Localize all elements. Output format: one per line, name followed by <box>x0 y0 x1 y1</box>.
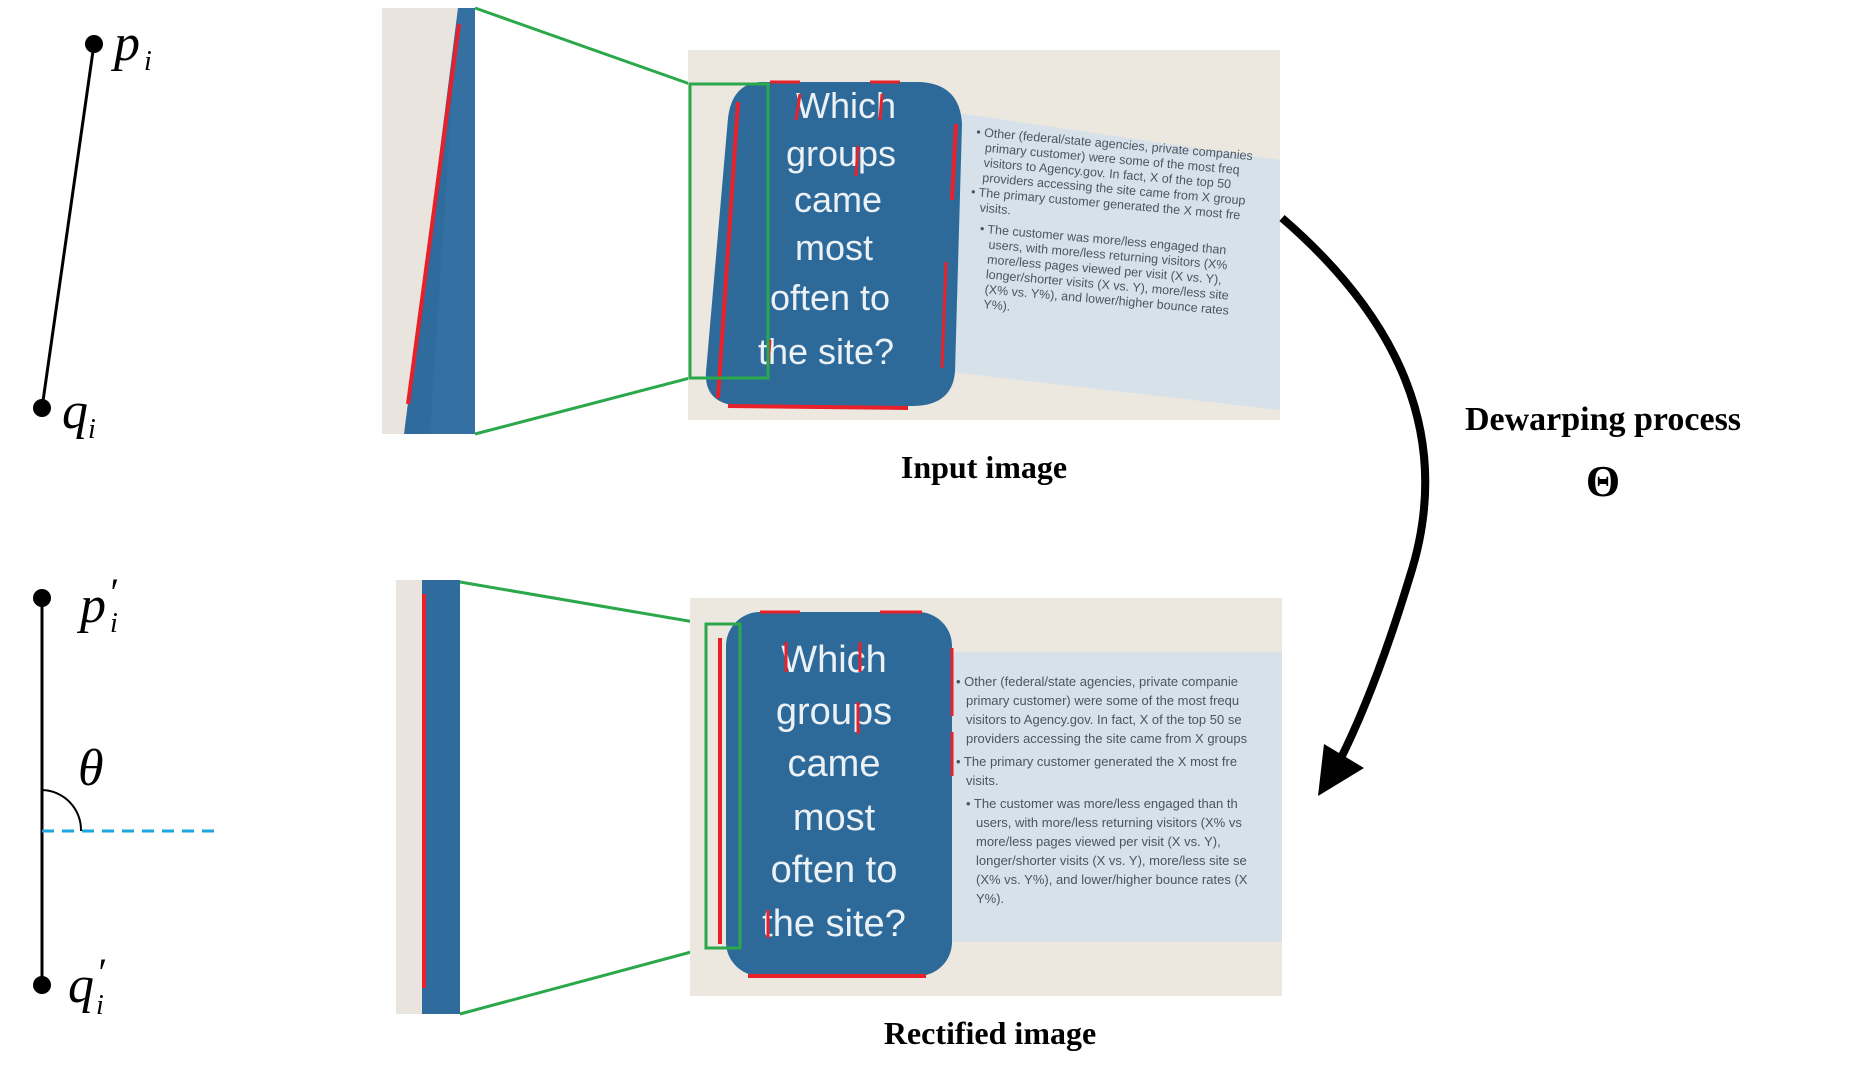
input-card-line-1: groups <box>786 133 896 174</box>
rectified-zoom-crop <box>396 580 460 1014</box>
line-segment-warped: p i q i <box>33 15 152 445</box>
point-p <box>85 35 103 53</box>
label-p-sub: i <box>144 46 152 77</box>
input-photo: Which groups came most often to the site… <box>688 50 1280 420</box>
rectified-text-line-1: primary customer) were some of the most … <box>966 693 1239 708</box>
label-q-prime: q <box>68 957 94 1014</box>
rectified-text-line-5: visits. <box>966 773 999 788</box>
process-label: Dewarping process <box>1465 401 1741 438</box>
input-image-panel: Which groups came most often to the site… <box>382 6 1280 485</box>
input-text-strip <box>950 112 1280 410</box>
rectified-text-line-6: • The customer was more/less engaged tha… <box>966 796 1238 811</box>
rectified-zoom-box <box>704 622 742 950</box>
rectified-text-strip <box>948 652 1282 942</box>
input-card-line-5: the site? <box>758 331 894 372</box>
label-p-prime-mark: ′ <box>108 570 118 615</box>
rectified-card-line-2: came <box>788 743 881 785</box>
rectified-text-line-3: providers accessing the site came from X… <box>966 731 1248 746</box>
input-card-line-4: often to <box>770 277 890 318</box>
label-q-sub: i <box>88 414 96 445</box>
label-q-prime-mark: ′ <box>96 950 106 995</box>
rectified-card-line-1: groups <box>776 691 892 733</box>
rectified-zoom-connector-bottom <box>459 946 707 1016</box>
point-q <box>33 399 51 417</box>
rectified-text-line-4: • The primary customer generated the X m… <box>956 754 1237 769</box>
input-text-line-5: visits. <box>979 201 1011 218</box>
rectified-text-line-0: • Other (federal/state agencies, private… <box>956 674 1238 689</box>
rectified-text-line-9: longer/shorter visits (X vs. Y), more/le… <box>976 853 1247 868</box>
input-zoom-connector-bottom <box>474 376 691 436</box>
input-image-caption: Input image <box>901 449 1067 485</box>
input-zoom-box <box>688 82 770 380</box>
angle-arc <box>41 789 83 832</box>
input-zoom-crop <box>382 8 475 434</box>
input-card-text: Which groups came most often to the site… <box>758 85 896 372</box>
input-paragraph: • Other (federal/state agencies, private… <box>971 125 1254 318</box>
curved-arrow-shaft <box>1279 214 1430 762</box>
dewarping-arrow: Dewarping process Θ <box>1279 214 1741 796</box>
input-card-line-2: came <box>794 179 882 220</box>
rectified-card-line-5: the site? <box>762 903 906 945</box>
input-card <box>705 82 962 406</box>
label-p: p <box>110 15 140 72</box>
line-segment-rectified: θ p ′ i q ′ i <box>33 570 215 1021</box>
label-q: q <box>62 383 88 440</box>
rectified-paragraph: • Other (federal/state agencies, private… <box>956 674 1248 906</box>
rectified-zoom-connector-top <box>459 580 707 626</box>
rectified-card-line-4: often to <box>771 849 898 891</box>
rectified-image-caption: Rectified image <box>884 1015 1096 1051</box>
rectified-text-line-2: visitors to Agency.gov. In fact, X of th… <box>966 712 1242 727</box>
rectified-card <box>726 612 952 976</box>
rectified-text-line-7: users, with more/less returning visitors… <box>976 815 1242 830</box>
input-zoom-connector-top <box>474 6 691 86</box>
process-symbol: Θ <box>1586 457 1620 506</box>
rectified-card-line-0: Which <box>781 639 887 681</box>
label-theta: θ <box>78 740 104 797</box>
rectified-card-line-3: most <box>793 797 876 839</box>
rectified-text-line-11: Y%). <box>976 891 1004 906</box>
label-q-prime-sub: i <box>96 990 104 1021</box>
rectified-text-line-10: (X% vs. Y%), and lower/higher bounce rat… <box>976 872 1248 887</box>
rectified-photo: Which groups came most often to the site… <box>690 598 1282 996</box>
rectified-card-text: Which groups came most often to the site… <box>762 639 906 945</box>
label-p-prime-sub: i <box>110 608 118 639</box>
curved-arrow-head <box>1318 744 1364 796</box>
input-card-line-3: most <box>795 227 873 268</box>
label-p-prime: p <box>76 577 106 634</box>
rectified-text-line-8: more/less pages viewed per visit (X vs. … <box>976 834 1221 849</box>
input-text-line-11: Y%). <box>983 297 1011 313</box>
rectified-image-panel: Which groups came most often to the site… <box>396 580 1282 1051</box>
point-q-prime <box>33 976 51 994</box>
point-p-prime <box>33 589 51 607</box>
